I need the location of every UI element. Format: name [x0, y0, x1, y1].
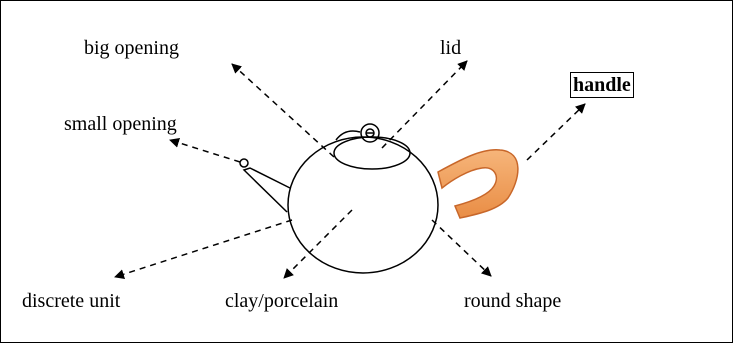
label-small-opening: small opening — [64, 113, 177, 135]
lid-knob-outer — [360, 123, 380, 143]
arrow-big-opening — [231, 63, 335, 158]
arrow-clay-porcelain — [283, 209, 353, 279]
label-handle: handle — [570, 72, 634, 98]
teapot-icon — [239, 123, 439, 274]
label-round-shape: round shape — [464, 290, 562, 312]
arrow-lid — [381, 60, 468, 149]
arrow-round-shape — [431, 219, 492, 277]
lid-rim — [335, 130, 361, 141]
teapot-body — [287, 136, 439, 274]
teapot-spout — [242, 167, 291, 213]
label-big-opening: big opening — [84, 37, 179, 59]
label-discrete-unit: discrete unit — [22, 290, 121, 312]
label-lid: lid — [440, 37, 462, 59]
label-clay-porcelain: clay/porcelain — [225, 290, 339, 312]
arrow-handle — [526, 103, 586, 161]
arrow-small-opening — [169, 137, 241, 163]
arrow-discrete-unit — [114, 219, 293, 280]
spout-tip — [239, 158, 249, 168]
teapot-handle-icon — [437, 149, 519, 219]
